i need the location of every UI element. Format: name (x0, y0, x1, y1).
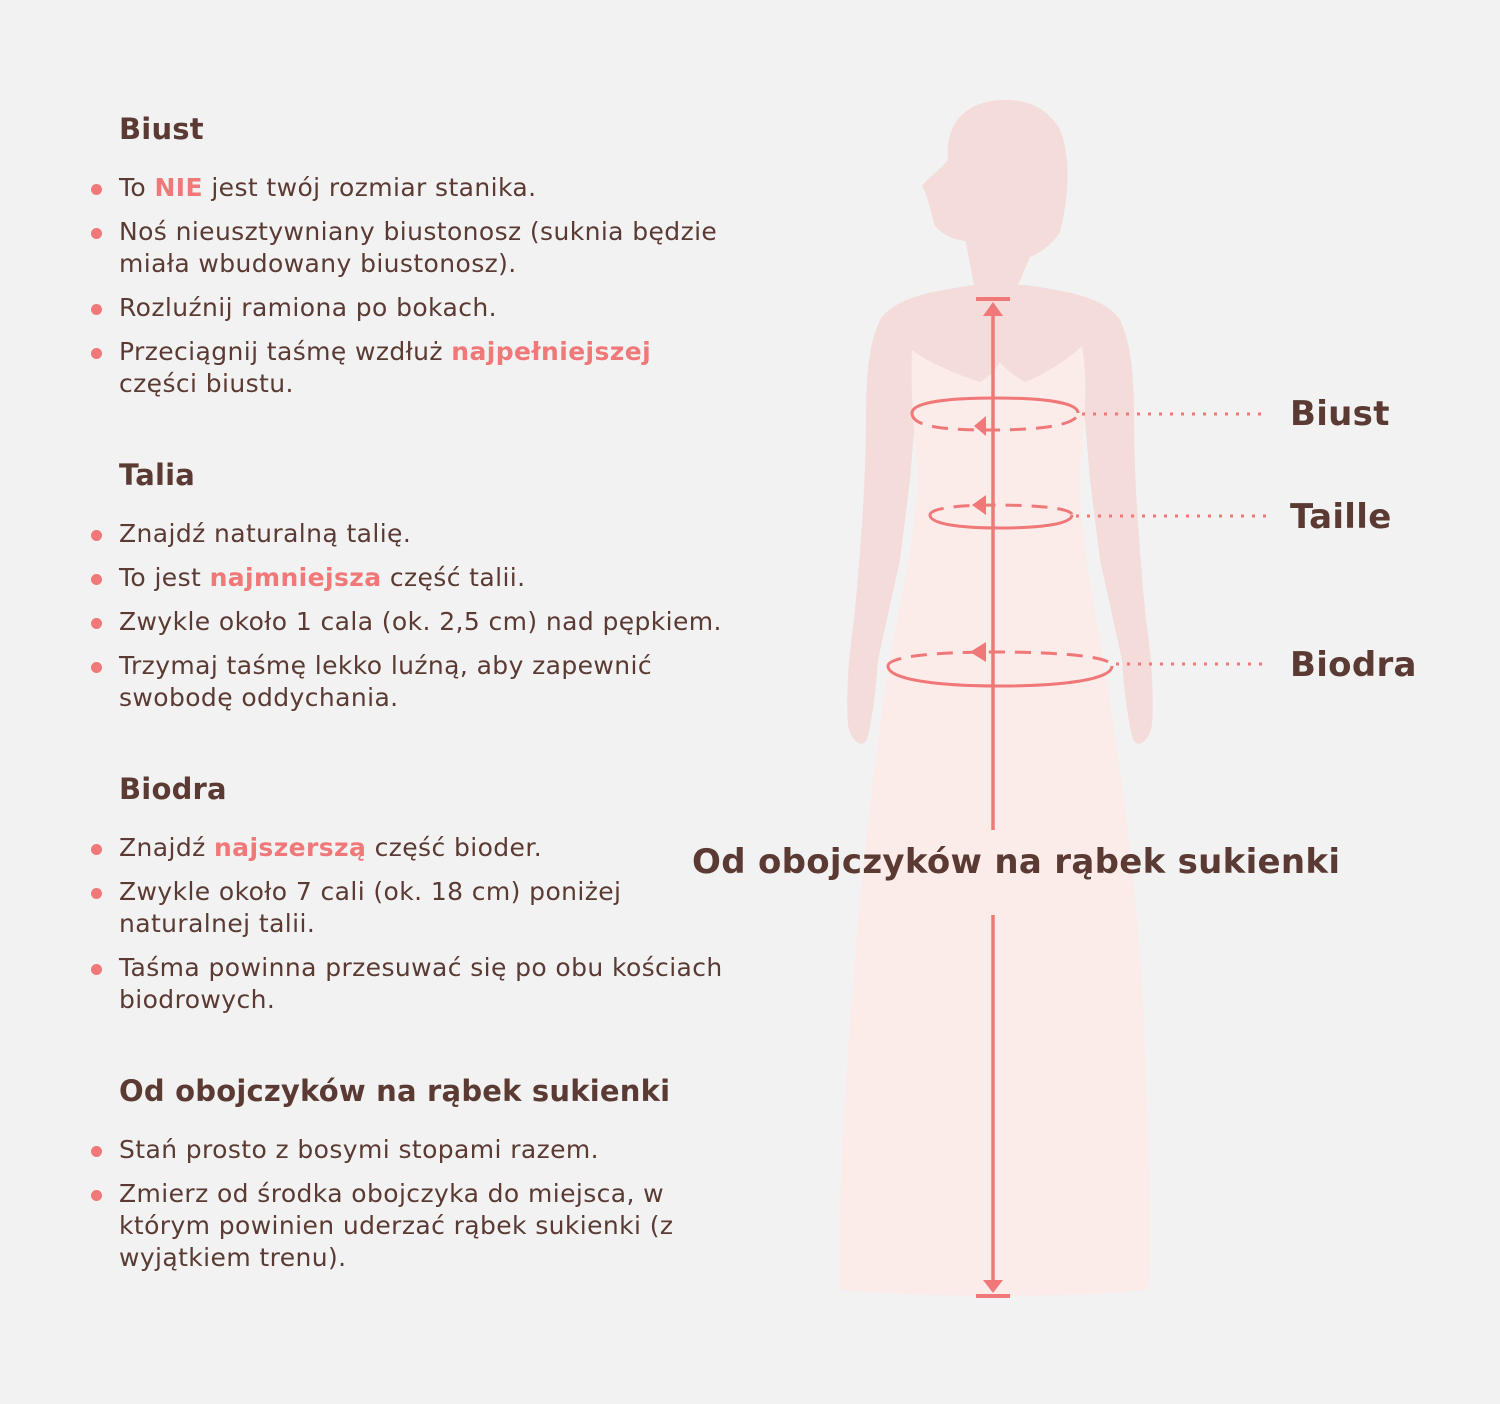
bullet-item: Znajdź najszerszą część bioder. (88, 832, 728, 864)
highlighted-text: najszerszą (213, 833, 367, 862)
bullet-text: Stań prosto z bosymi stopami razem. (119, 1135, 600, 1164)
highlighted-text: NIE (154, 173, 203, 202)
bullet-item: Trzymaj taśmę lekko luźną, aby zapewnić … (88, 650, 728, 714)
bust-ring-back (910, 412, 1080, 432)
length-callout-label: Od obojczyków na rąbek sukienki (692, 842, 1341, 882)
bust-arrow-icon (974, 416, 986, 436)
bullet-text: Rozluźnij ramiona po bokach. (119, 293, 497, 322)
waist-arrow-icon (972, 495, 986, 515)
bullet-text: jest twój rozmiar stanika. (202, 173, 537, 202)
section-title: Talia (119, 458, 196, 492)
bullet-text: Noś nieusztywniany biustonosz (suknia bę… (119, 217, 718, 278)
bullet-text: Znajdź naturalną talię. (119, 519, 412, 548)
bullet-text: Zmierz od środka obojczyka do miejsca, w… (119, 1179, 674, 1272)
bullet-item: Noś nieusztywniany biustonosz (suknia bę… (88, 216, 728, 280)
bullet-text: Znajdź (119, 833, 214, 862)
bullet-item: Zmierz od środka obojczyka do miejsca, w… (88, 1178, 728, 1274)
bullet-text: część bioder. (366, 833, 543, 862)
hips-arrow-icon (970, 642, 986, 662)
section-title: Od obojczyków na rąbek sukienki (119, 1074, 671, 1108)
bullet-item: Rozluźnij ramiona po bokach. (88, 292, 728, 324)
bullet-item: Taśma powinna przesuwać się po obu kości… (88, 952, 728, 1016)
bullet-list: Znajdź najszerszą część bioder. Zwykle ok… (88, 832, 728, 1016)
bullet-text: części biustu. (119, 369, 294, 398)
neck-silhouette (965, 238, 1035, 292)
bullet-text: część talii. (381, 563, 526, 592)
waist-ring-back (928, 503, 1074, 516)
bullet-text: Trzymaj taśmę lekko luźną, aby zapewnić … (119, 651, 652, 712)
bullet-item: To jest najmniejsza część talii. (88, 562, 728, 594)
bullet-item: Stań prosto z bosymi stopami razem. (88, 1134, 728, 1166)
length-bottom-arrow-icon (983, 1280, 1003, 1293)
instruction-section: Talia Znajdź naturalną talię. To jest naj… (88, 458, 728, 714)
bullet-item: To NIE jest twój rozmiar stanika. (88, 172, 728, 204)
head-silhouette (922, 100, 1068, 262)
bullet-item: Zwykle około 7 cali (ok. 18 cm) poniżej … (88, 876, 728, 940)
bullet-text: Zwykle około 7 cali (ok. 18 cm) poniżej … (119, 877, 622, 938)
section-title: Biust (119, 112, 204, 146)
hips-ring-back (886, 650, 1114, 667)
bust-ring-front (910, 396, 1080, 414)
length-top-arrow-icon (983, 302, 1003, 316)
dress-silhouette (839, 346, 1151, 1296)
bust-callout-label: Biust (1290, 394, 1390, 434)
bullet-list: Stań prosto z bosymi stopami razem. Zmier… (88, 1134, 728, 1274)
bullet-text: To (119, 173, 155, 202)
bullet-text: Taśma powinna przesuwać się po obu kości… (119, 953, 723, 1014)
bullet-item: Przeciągnij taśmę wzdłuż najpełniejszej … (88, 336, 728, 400)
bullet-item: Zwykle około 1 cala (ok. 2,5 cm) nad pęp… (88, 606, 728, 638)
bullet-list: To NIE jest twój rozmiar stanika. Noś nie… (88, 172, 728, 400)
bullet-list: Znajdź naturalną talię. To jest najmniejs… (88, 518, 728, 714)
highlighted-text: najmniejsza (209, 563, 382, 592)
hips-ring-front (886, 665, 1114, 688)
highlighted-text: najpełniejszej (451, 337, 652, 366)
bullet-text: Przeciągnij taśmę wzdłuż (119, 337, 452, 366)
bullet-text: To jest (119, 563, 210, 592)
hips-callout-label: Biodra (1290, 645, 1417, 685)
bullet-item: Znajdź naturalną talię. (88, 518, 728, 550)
waist-callout-label: Taille (1290, 497, 1392, 537)
section-title: Biodra (119, 772, 227, 806)
bullet-text: Zwykle około 1 cala (ok. 2,5 cm) nad pęp… (119, 607, 722, 636)
waist-ring-front (928, 514, 1074, 530)
